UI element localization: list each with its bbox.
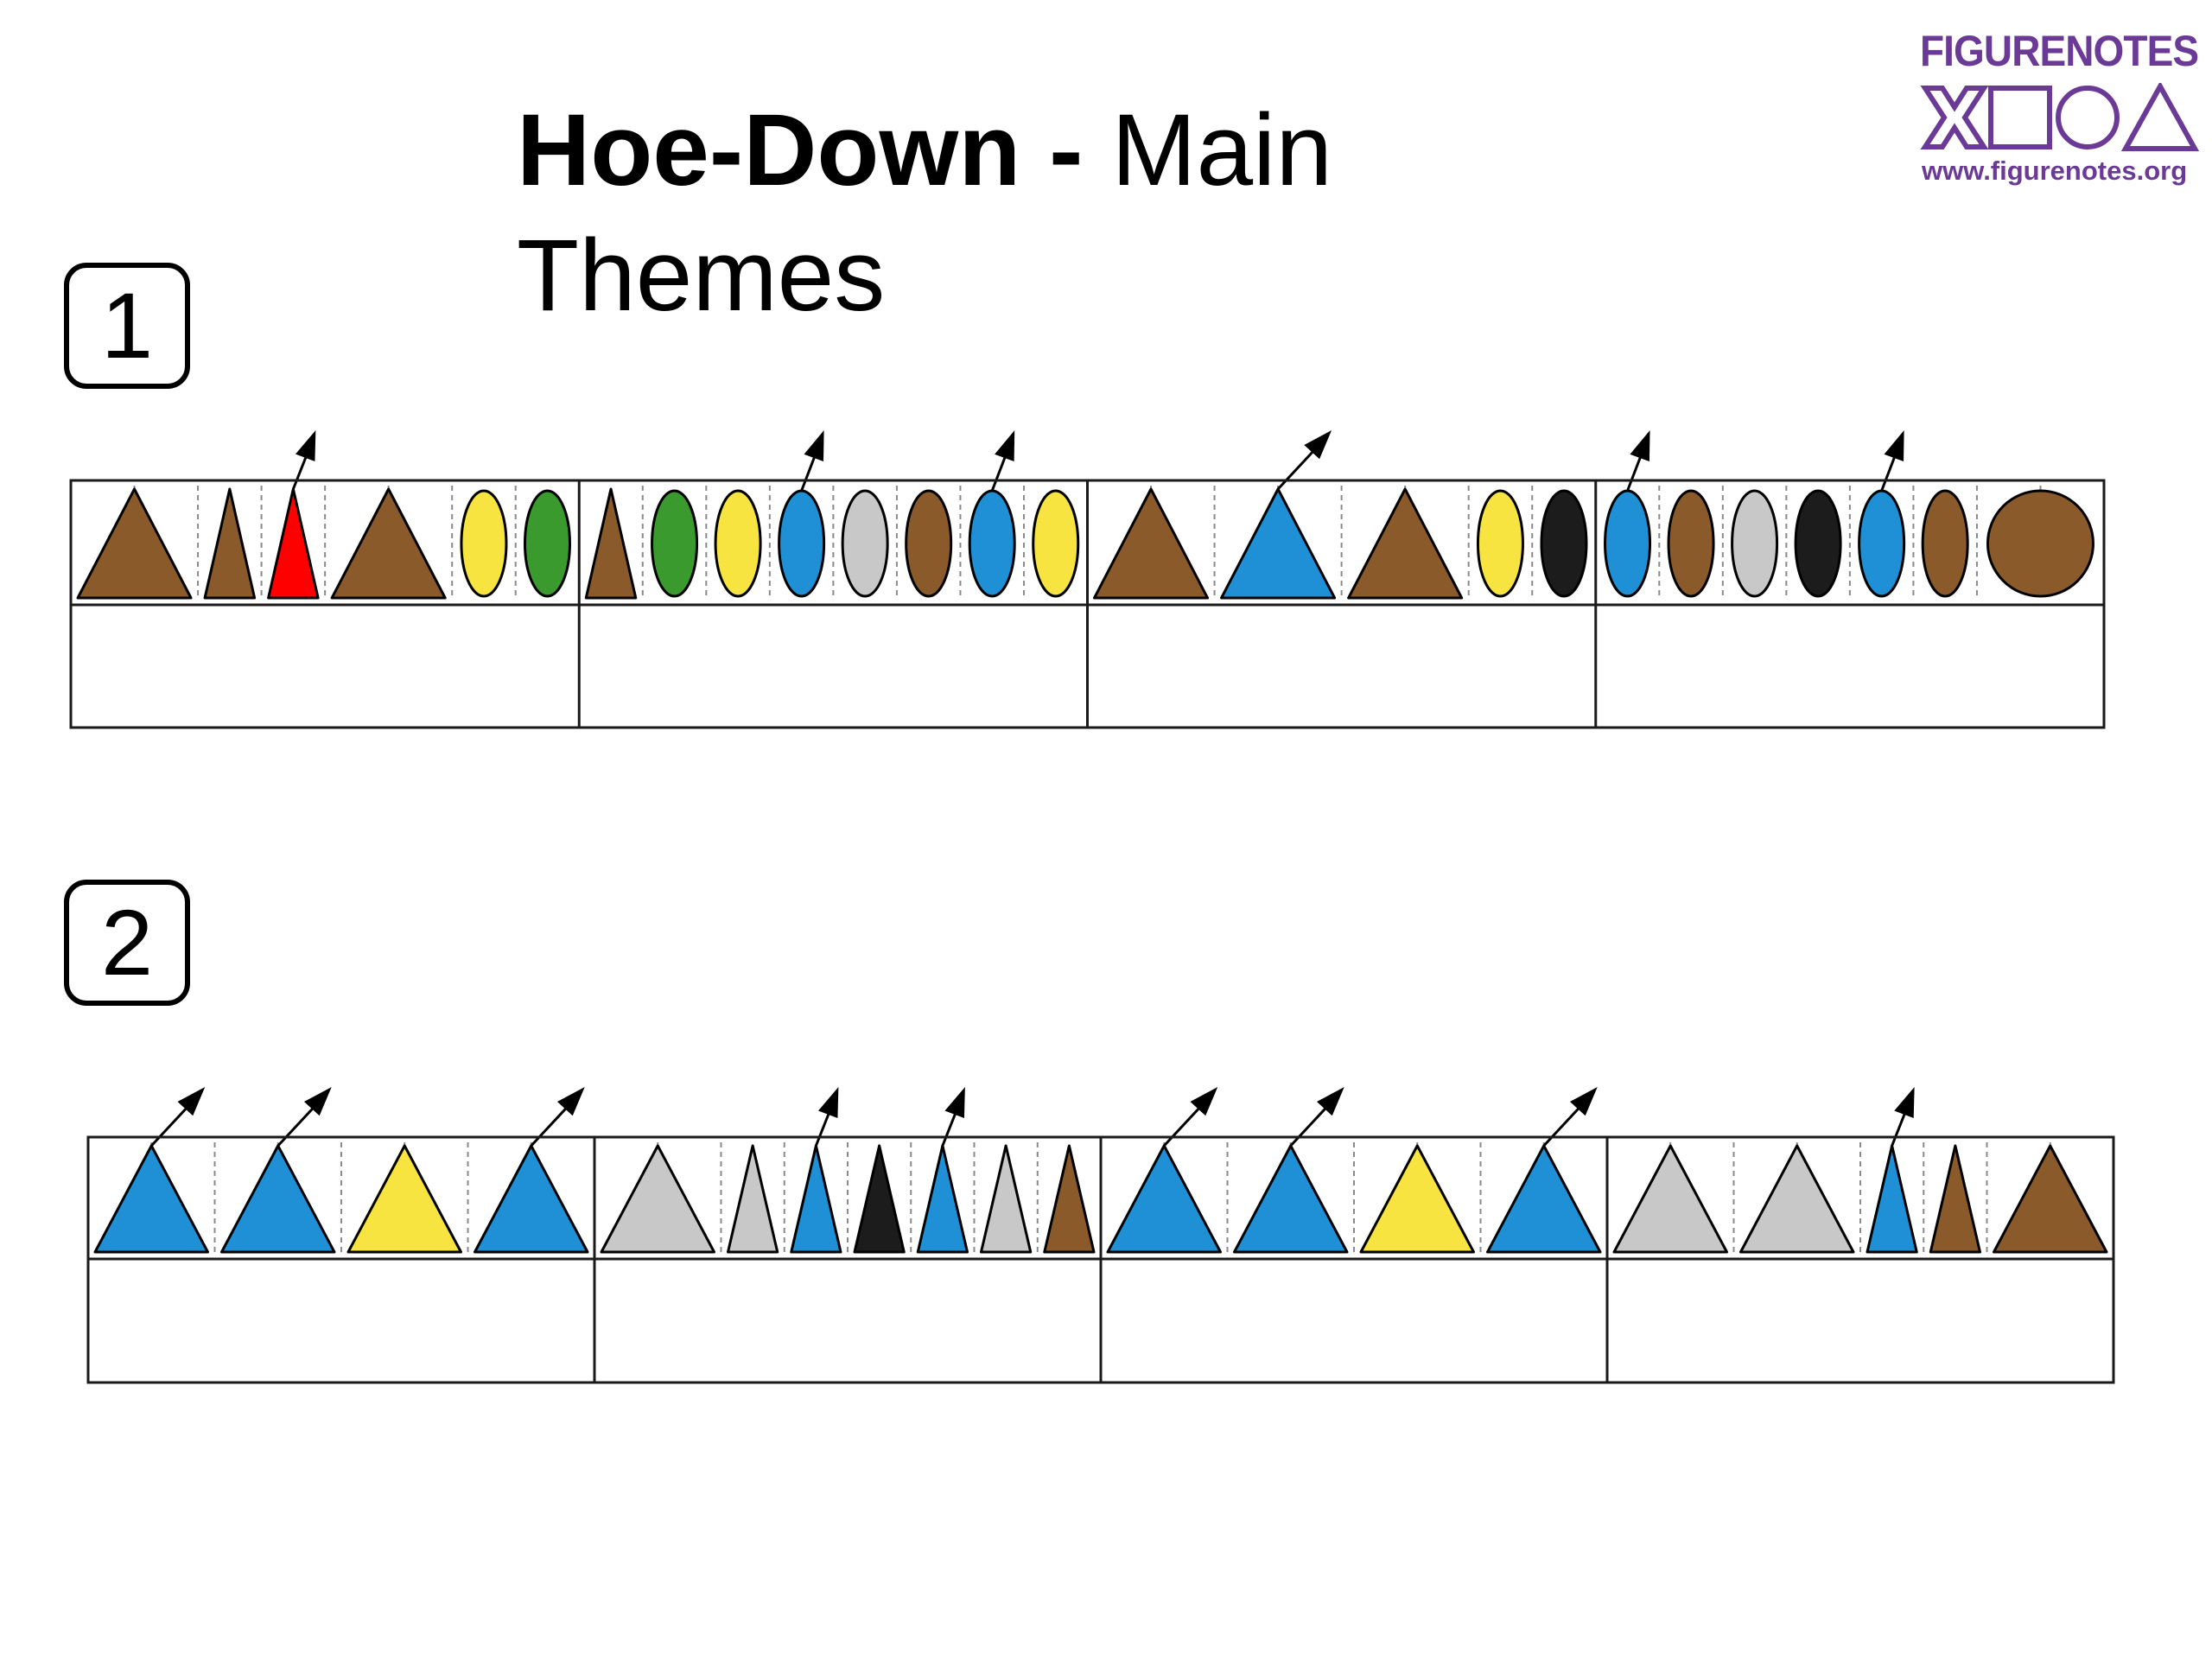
- logo-wordmark: FIGURENOTES: [1920, 27, 2199, 75]
- note-triangle-yellow: [1359, 1144, 1475, 1254]
- note-ellipse-grey: [1731, 489, 1779, 598]
- note-triangle-yellow: [346, 1144, 462, 1254]
- arrow-head: [804, 430, 824, 462]
- arrow-head: [556, 1087, 585, 1116]
- note-triangle-black: [853, 1144, 906, 1254]
- note-triangle-brown: [76, 487, 193, 600]
- arrow-head: [1894, 1087, 1915, 1119]
- note-ellipse-black: [1794, 489, 1842, 598]
- logo-url: www.figurenotes.org: [1922, 156, 2188, 186]
- section-number-2: 2: [64, 880, 190, 1006]
- note-circle-brown: [1986, 489, 2094, 598]
- note-triangle-blue: [790, 1144, 842, 1254]
- note-ellipse-blue: [968, 489, 1016, 598]
- note-triangle-red: [267, 487, 320, 600]
- note-ellipse-brown: [1921, 489, 1969, 598]
- note-ellipse-blue: [1604, 489, 1652, 598]
- note-triangle-brown: [1993, 1144, 2108, 1254]
- arrow-head: [296, 430, 316, 462]
- title-regular: Main Themes: [517, 93, 1332, 333]
- note-triangle-grey: [600, 1144, 715, 1254]
- note-triangle-grey: [727, 1144, 779, 1254]
- note-ellipse-brown: [905, 489, 953, 598]
- arrow-head: [177, 1087, 206, 1116]
- title-bold: Hoe-Down -: [517, 93, 1084, 207]
- note-triangle-blue: [1486, 1144, 1602, 1254]
- arrow-head: [1569, 1087, 1598, 1116]
- note-triangle-brown: [1347, 487, 1464, 600]
- note-triangle-grey: [1612, 1144, 1728, 1254]
- note-triangle-brown: [330, 487, 447, 600]
- note-triangle-brown: [203, 487, 257, 600]
- note-triangle-brown: [584, 487, 638, 600]
- section-number-1: 1: [64, 263, 190, 389]
- note-triangle-blue: [916, 1144, 969, 1254]
- arrow-head: [995, 430, 1015, 462]
- arrow-head: [1630, 430, 1650, 462]
- logo-shapes-icon: [1920, 83, 2200, 151]
- note-triangle-blue: [1233, 1144, 1349, 1254]
- note-ellipse-blue: [1858, 489, 1906, 598]
- figurenotes-logo: FIGURENOTES www.figurenotes.org: [1910, 26, 2203, 190]
- arrow-head: [1190, 1087, 1218, 1116]
- note-ellipse-yellow: [460, 489, 508, 598]
- note-triangle-blue: [93, 1144, 209, 1254]
- arrow-head: [1884, 430, 1904, 462]
- note-triangle-grey: [1739, 1144, 1855, 1254]
- note-ellipse-black: [1540, 489, 1588, 598]
- note-triangle-blue: [1220, 487, 1337, 600]
- note-triangle-brown: [1929, 1144, 1981, 1254]
- note-ellipse-yellow: [1476, 489, 1524, 598]
- arrow-head: [944, 1087, 965, 1119]
- arrow-head: [1316, 1087, 1344, 1116]
- note-triangle-blue: [1106, 1144, 1222, 1254]
- note-triangle-grey: [980, 1144, 1033, 1254]
- note-ellipse-brown: [1667, 489, 1715, 598]
- arrow-head: [303, 1087, 332, 1116]
- note-ellipse-blue: [778, 489, 826, 598]
- note-triangle-brown: [1093, 487, 1210, 600]
- note-ellipse-green: [523, 489, 571, 598]
- note-triangle-blue: [220, 1144, 336, 1254]
- note-ellipse-grey: [841, 489, 889, 598]
- arrow-head: [1304, 430, 1332, 460]
- page-title: Hoe-Down - Main Themes: [517, 88, 1554, 339]
- note-ellipse-green: [651, 489, 699, 598]
- arrow-head: [818, 1087, 839, 1119]
- note-triangle-blue: [474, 1144, 589, 1254]
- note-triangle-blue: [1866, 1144, 1918, 1254]
- note-ellipse-yellow: [1032, 489, 1080, 598]
- note-triangle-brown: [1043, 1144, 1096, 1254]
- note-ellipse-yellow: [714, 489, 762, 598]
